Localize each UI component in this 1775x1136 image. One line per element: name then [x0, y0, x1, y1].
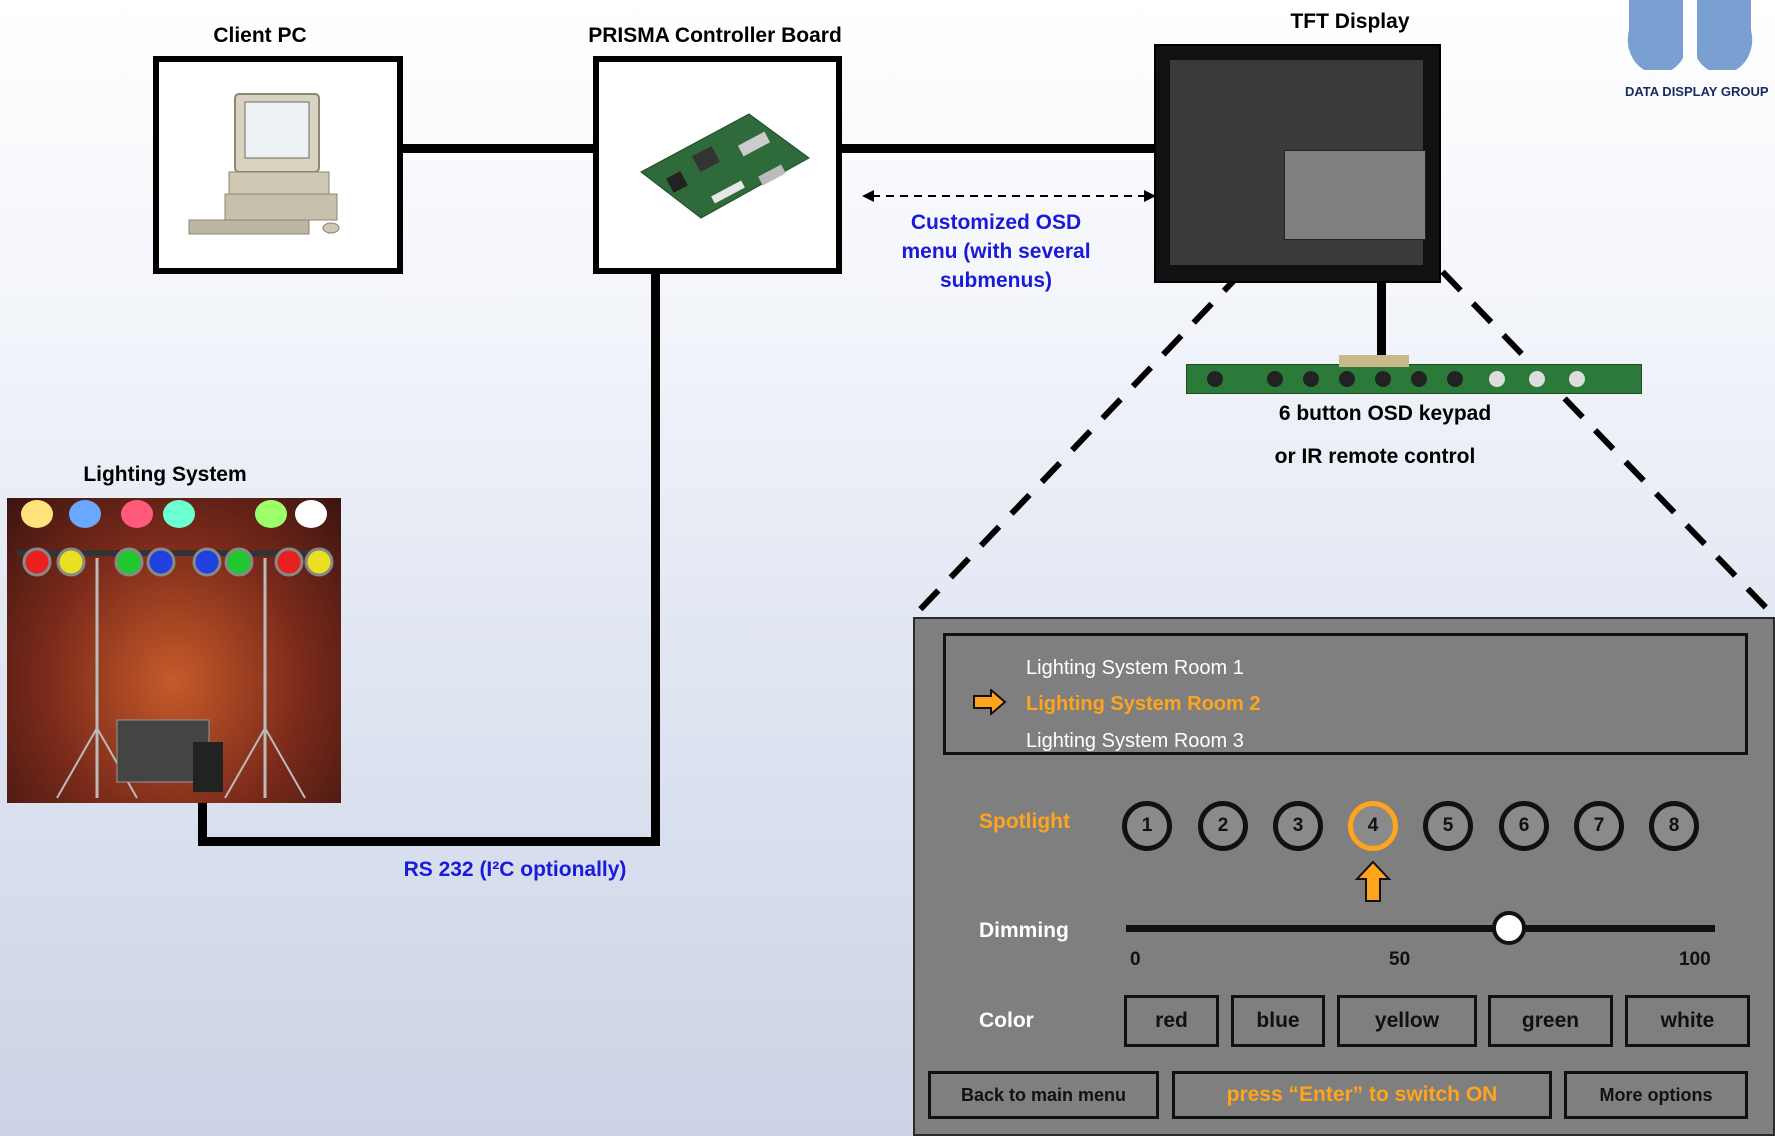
tft-screen — [1170, 60, 1426, 265]
client-pc-box — [153, 56, 403, 274]
spotlight-6[interactable]: 6 — [1499, 801, 1549, 851]
more-options-button[interactable]: More options — [1564, 1071, 1748, 1119]
tft-keypad-line — [1377, 276, 1386, 362]
spotlight-8[interactable]: 8 — [1649, 801, 1699, 851]
enter-hint: press “Enter” to switch ON — [1172, 1071, 1552, 1119]
spotlight-4[interactable]: 4 — [1348, 801, 1398, 851]
osd-link-label: Customized OSD menu (with several submen… — [901, 211, 1091, 292]
spotlight-3[interactable]: 3 — [1273, 801, 1323, 851]
spotlight-1[interactable]: 1 — [1122, 801, 1172, 851]
color-red-button[interactable]: red — [1124, 995, 1219, 1047]
ddg-logo: DATA DISPLAY GROUP — [1625, 0, 1775, 100]
arrow-up-icon — [1355, 860, 1391, 902]
scale-max: 100 — [1679, 949, 1711, 970]
lighting-photo — [7, 498, 341, 803]
color-yellow-button[interactable]: yellow — [1337, 995, 1477, 1047]
room-list[interactable]: Lighting System Room 1 Lighting System R… — [943, 633, 1748, 755]
arrow-right-icon — [973, 689, 1007, 715]
color-white-button[interactable]: white — [1625, 995, 1750, 1047]
spotlight-label: Spotlight — [979, 810, 1070, 833]
color-green-button[interactable]: green — [1488, 995, 1613, 1047]
controller-tft-line — [840, 144, 1156, 153]
controller-rs232-vertical — [651, 272, 660, 846]
osd-keypad — [1186, 355, 1642, 394]
room-item-2[interactable]: Lighting System Room 2 — [1026, 693, 1261, 715]
circuit-board-icon — [640, 113, 810, 219]
scale-min: 0 — [1130, 949, 1141, 970]
dimming-slider[interactable] — [1126, 911, 1715, 945]
spotlight-7[interactable]: 7 — [1574, 801, 1624, 851]
scale-mid: 50 — [1389, 949, 1411, 970]
back-to-main-menu-button[interactable]: Back to main menu — [928, 1071, 1159, 1119]
rs232-label: RS 232 (I²C optionally) — [403, 858, 627, 881]
spotlight-2[interactable]: 2 — [1198, 801, 1248, 851]
tft-label: TFT Display — [1290, 10, 1410, 33]
rs232-horizontal — [198, 837, 660, 846]
pc-controller-line — [402, 144, 594, 153]
computer-icon — [188, 93, 340, 235]
color-label: Color — [979, 1009, 1034, 1032]
keypad-label-1: 6 button OSD keypad — [1278, 402, 1492, 425]
slider-handle[interactable] — [1491, 911, 1526, 945]
dimming-label: Dimming — [979, 919, 1069, 942]
tft-display — [1154, 44, 1441, 283]
logo-text: DATA DISPLAY GROUP — [1625, 84, 1769, 99]
room-item-1[interactable]: Lighting System Room 1 — [1026, 657, 1244, 679]
client-pc-label: Client PC — [213, 24, 307, 47]
color-blue-button[interactable]: blue — [1231, 995, 1325, 1047]
room-item-3[interactable]: Lighting System Room 3 — [1026, 730, 1244, 752]
tft-mini-osd — [1284, 150, 1426, 240]
lighting-label: Lighting System — [83, 463, 247, 486]
osd-menu: Lighting System Room 1 Lighting System R… — [913, 617, 1775, 1136]
rs232-to-lighting — [198, 795, 207, 846]
keypad-label-2: or IR remote control — [1274, 445, 1476, 468]
spotlight-5[interactable]: 5 — [1423, 801, 1473, 851]
controller-label: PRISMA Controller Board — [588, 24, 842, 47]
controller-box — [593, 56, 842, 274]
